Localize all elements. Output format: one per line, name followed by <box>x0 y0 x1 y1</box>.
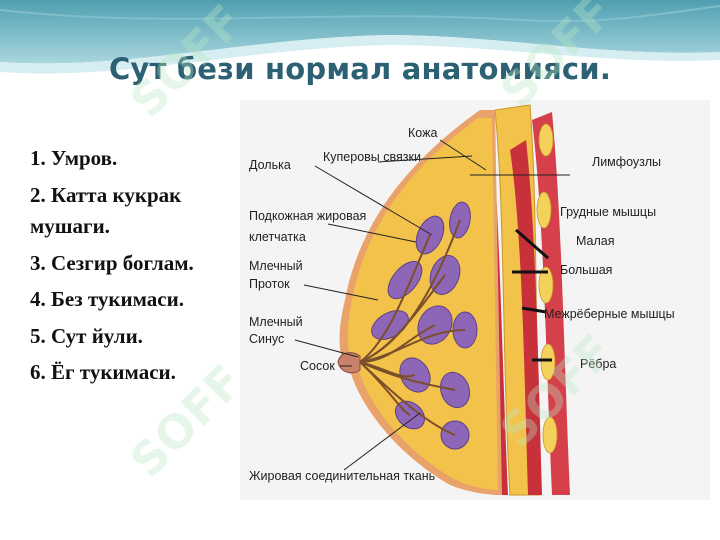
label-rebra: Рёбра <box>580 357 616 371</box>
list-item: 5. Сут йули. <box>30 323 143 348</box>
header-wave <box>0 0 720 100</box>
list-item: 1. Умров. <box>30 146 118 170</box>
chest-wall <box>478 104 570 496</box>
label-mlechny-sinus-2: Синус <box>249 332 284 346</box>
breast-body <box>337 110 502 495</box>
list-item: 3. Сезгир боглам. <box>30 250 194 275</box>
nipple <box>337 352 361 374</box>
label-mlechny-protok-2: Проток <box>249 277 290 291</box>
milk-ducts <box>359 219 466 436</box>
list-item-line: мушаги. <box>30 214 110 238</box>
slide-title: Сут бези нормал анатомияси. <box>108 52 612 86</box>
label-grudnye: Грудные мышцы <box>560 205 656 219</box>
anatomy-list: 1. Умров. 2. Катта кукрак мушаги. 3. Сез… <box>30 143 260 394</box>
label-limfouzly: Лимфоузлы <box>592 155 661 169</box>
label-sosok: Сосок <box>300 359 335 373</box>
label-mlechny-sinus-1: Млечный <box>249 315 303 329</box>
label-zhirovaya: Жировая соединительная ткань <box>249 469 435 483</box>
label-podkozhnaya-1: Подкожная жировая <box>249 209 366 223</box>
label-mlechny-protok-1: Млечный <box>249 259 303 273</box>
rib-nodules <box>536 123 558 454</box>
pointer-lines <box>294 139 570 471</box>
list-item-line: 2. Катта кукрак <box>30 182 182 207</box>
label-malaya: Малая <box>576 234 615 248</box>
label-kupera: Куперовы связки <box>323 150 421 164</box>
label-mezhreb: Межрёберные мышцы <box>544 307 675 321</box>
breast-anatomy-diagram: Кожа Долька Куперовы связки Лимфоузлы По… <box>240 100 710 500</box>
list-item: 6. Ёг тукимаси. <box>30 360 176 384</box>
list-item: 4. Без тукимаси. <box>30 287 184 311</box>
label-kozha: Кожа <box>408 126 437 140</box>
label-podkozhnaya-2: клетчатка <box>249 230 306 244</box>
list-item: 2. Катта кукрак мушаги. <box>30 180 260 243</box>
label-bolshaya: Большая <box>560 263 612 277</box>
label-dolka: Долька <box>249 158 291 172</box>
pointer-lines-thick <box>512 228 552 362</box>
